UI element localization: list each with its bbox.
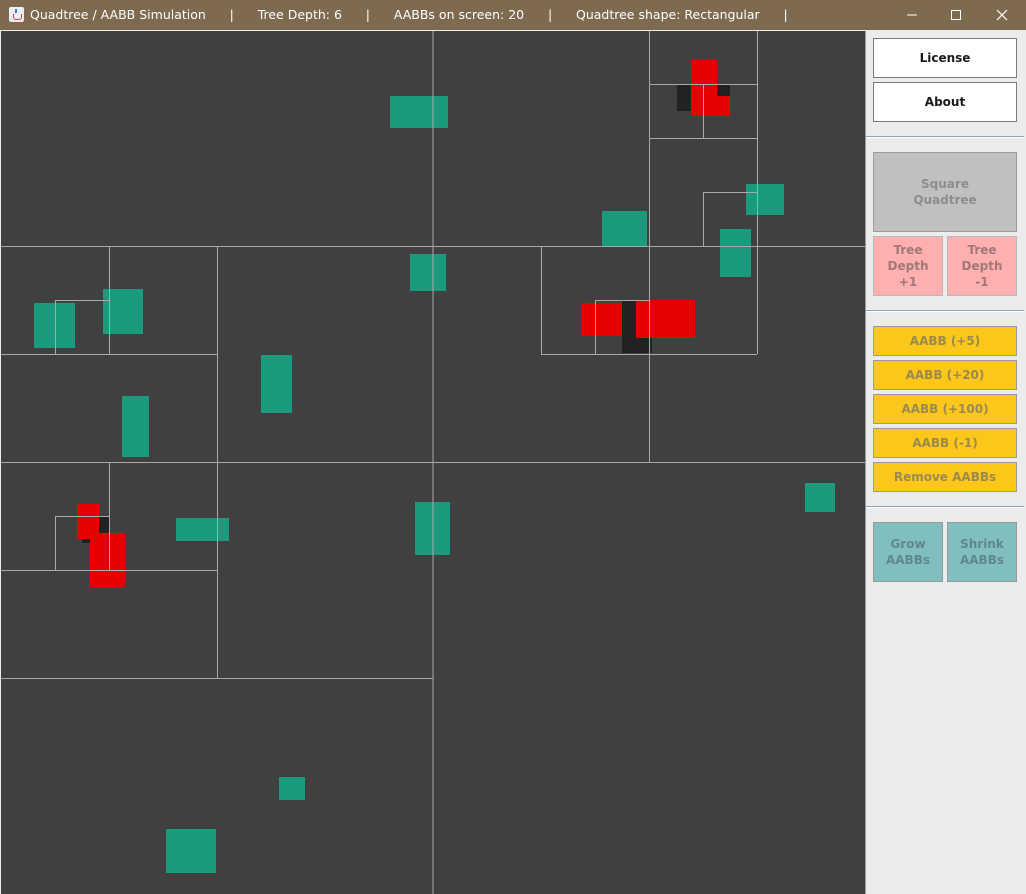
aabb-plus5-button[interactable]: AABB (+5) bbox=[873, 326, 1017, 356]
aabb-colliding bbox=[90, 533, 125, 587]
aabb-colliding bbox=[77, 504, 99, 539]
title-bar: Quadtree / AABB Simulation | Tree Depth:… bbox=[0, 0, 1026, 30]
simulation-canvas[interactable] bbox=[1, 31, 865, 894]
aabb-colliding bbox=[703, 96, 730, 116]
panel-divider bbox=[865, 31, 866, 894]
aabb bbox=[746, 184, 784, 215]
minimize-icon bbox=[907, 14, 917, 16]
license-button[interactable]: License bbox=[873, 38, 1017, 78]
aabb-layer bbox=[34, 60, 835, 873]
aabb-colliding bbox=[582, 303, 622, 336]
aabb-plus20-button[interactable]: AABB (+20) bbox=[873, 360, 1017, 390]
shrink-aabbs-button[interactable]: Shrink AABBs bbox=[947, 522, 1017, 582]
aabb bbox=[176, 518, 229, 541]
aabb-colliding bbox=[636, 300, 695, 338]
aabb bbox=[122, 396, 149, 457]
quadtree-lines bbox=[1, 31, 865, 894]
square-quadtree-button[interactable]: Square Quadtree bbox=[873, 152, 1017, 232]
aabb bbox=[261, 355, 292, 413]
separator bbox=[866, 310, 1024, 312]
aabb bbox=[279, 777, 305, 800]
close-button[interactable] bbox=[979, 0, 1025, 30]
aabb-colliding bbox=[717, 84, 730, 96]
remove-aabbs-button[interactable]: Remove AABBs bbox=[873, 462, 1017, 492]
minimize-button[interactable] bbox=[889, 0, 935, 30]
about-button[interactable]: About bbox=[873, 82, 1017, 122]
tree-depth-plus-button[interactable]: Tree Depth +1 bbox=[873, 236, 943, 296]
control-panel: License About Square Quadtree Tree Depth… bbox=[866, 31, 1026, 894]
aabb bbox=[390, 96, 448, 128]
tree-depth-minus-button[interactable]: Tree Depth -1 bbox=[947, 236, 1017, 296]
window-title: Quadtree / AABB Simulation | Tree Depth:… bbox=[30, 7, 788, 22]
aabb bbox=[805, 483, 835, 512]
java-cup-icon bbox=[9, 7, 24, 22]
aabb-plus100-button[interactable]: AABB (+100) bbox=[873, 394, 1017, 424]
aabb bbox=[720, 229, 751, 277]
aabb bbox=[602, 211, 647, 246]
quadtree-drawing bbox=[1, 31, 865, 894]
aabb-minus1-button[interactable]: AABB (-1) bbox=[873, 428, 1017, 458]
aabb bbox=[34, 303, 75, 348]
close-icon bbox=[996, 9, 1008, 21]
aabb bbox=[166, 829, 216, 873]
separator bbox=[866, 506, 1024, 508]
aabb bbox=[410, 254, 446, 291]
separator bbox=[866, 136, 1024, 138]
maximize-icon bbox=[951, 10, 961, 20]
maximize-button[interactable] bbox=[933, 0, 979, 30]
grow-aabbs-button[interactable]: Grow AABBs bbox=[873, 522, 943, 582]
